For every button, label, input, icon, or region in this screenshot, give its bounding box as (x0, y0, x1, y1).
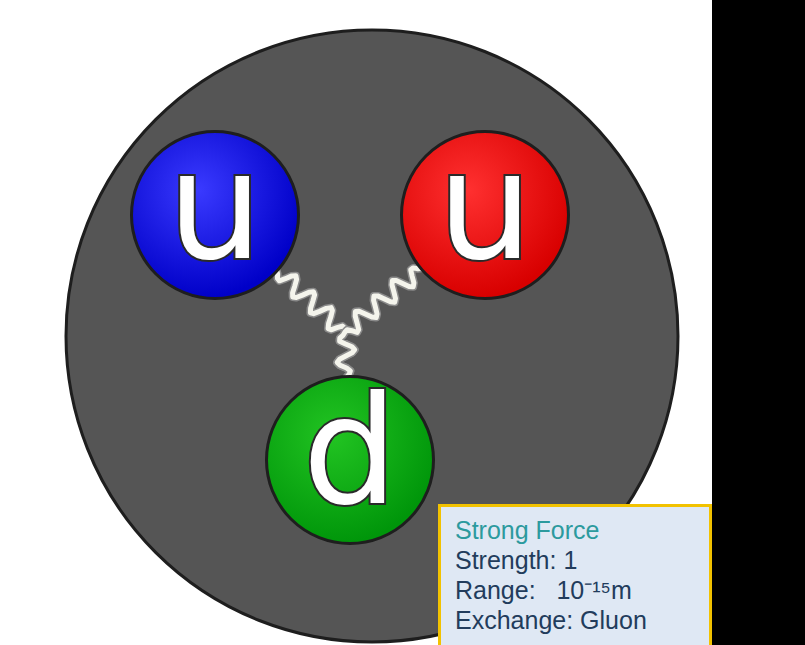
quark-label: u (167, 131, 262, 281)
quark-label: d (302, 376, 397, 526)
quark-circle: d (265, 375, 435, 545)
info-line: Exchange: Gluon (455, 605, 695, 635)
info-box: Strong ForceStrength: 1Range: 10⁻¹⁵mExch… (438, 504, 712, 645)
info-line: Strength: 1 (455, 545, 695, 575)
quark-circle: u (130, 130, 300, 300)
info-line: Range: 10⁻¹⁵m (455, 575, 695, 605)
info-heading: Strong Force (455, 515, 695, 545)
quark-circle: u (400, 130, 570, 300)
quark-label: u (437, 131, 532, 281)
gluon-line (337, 268, 421, 377)
